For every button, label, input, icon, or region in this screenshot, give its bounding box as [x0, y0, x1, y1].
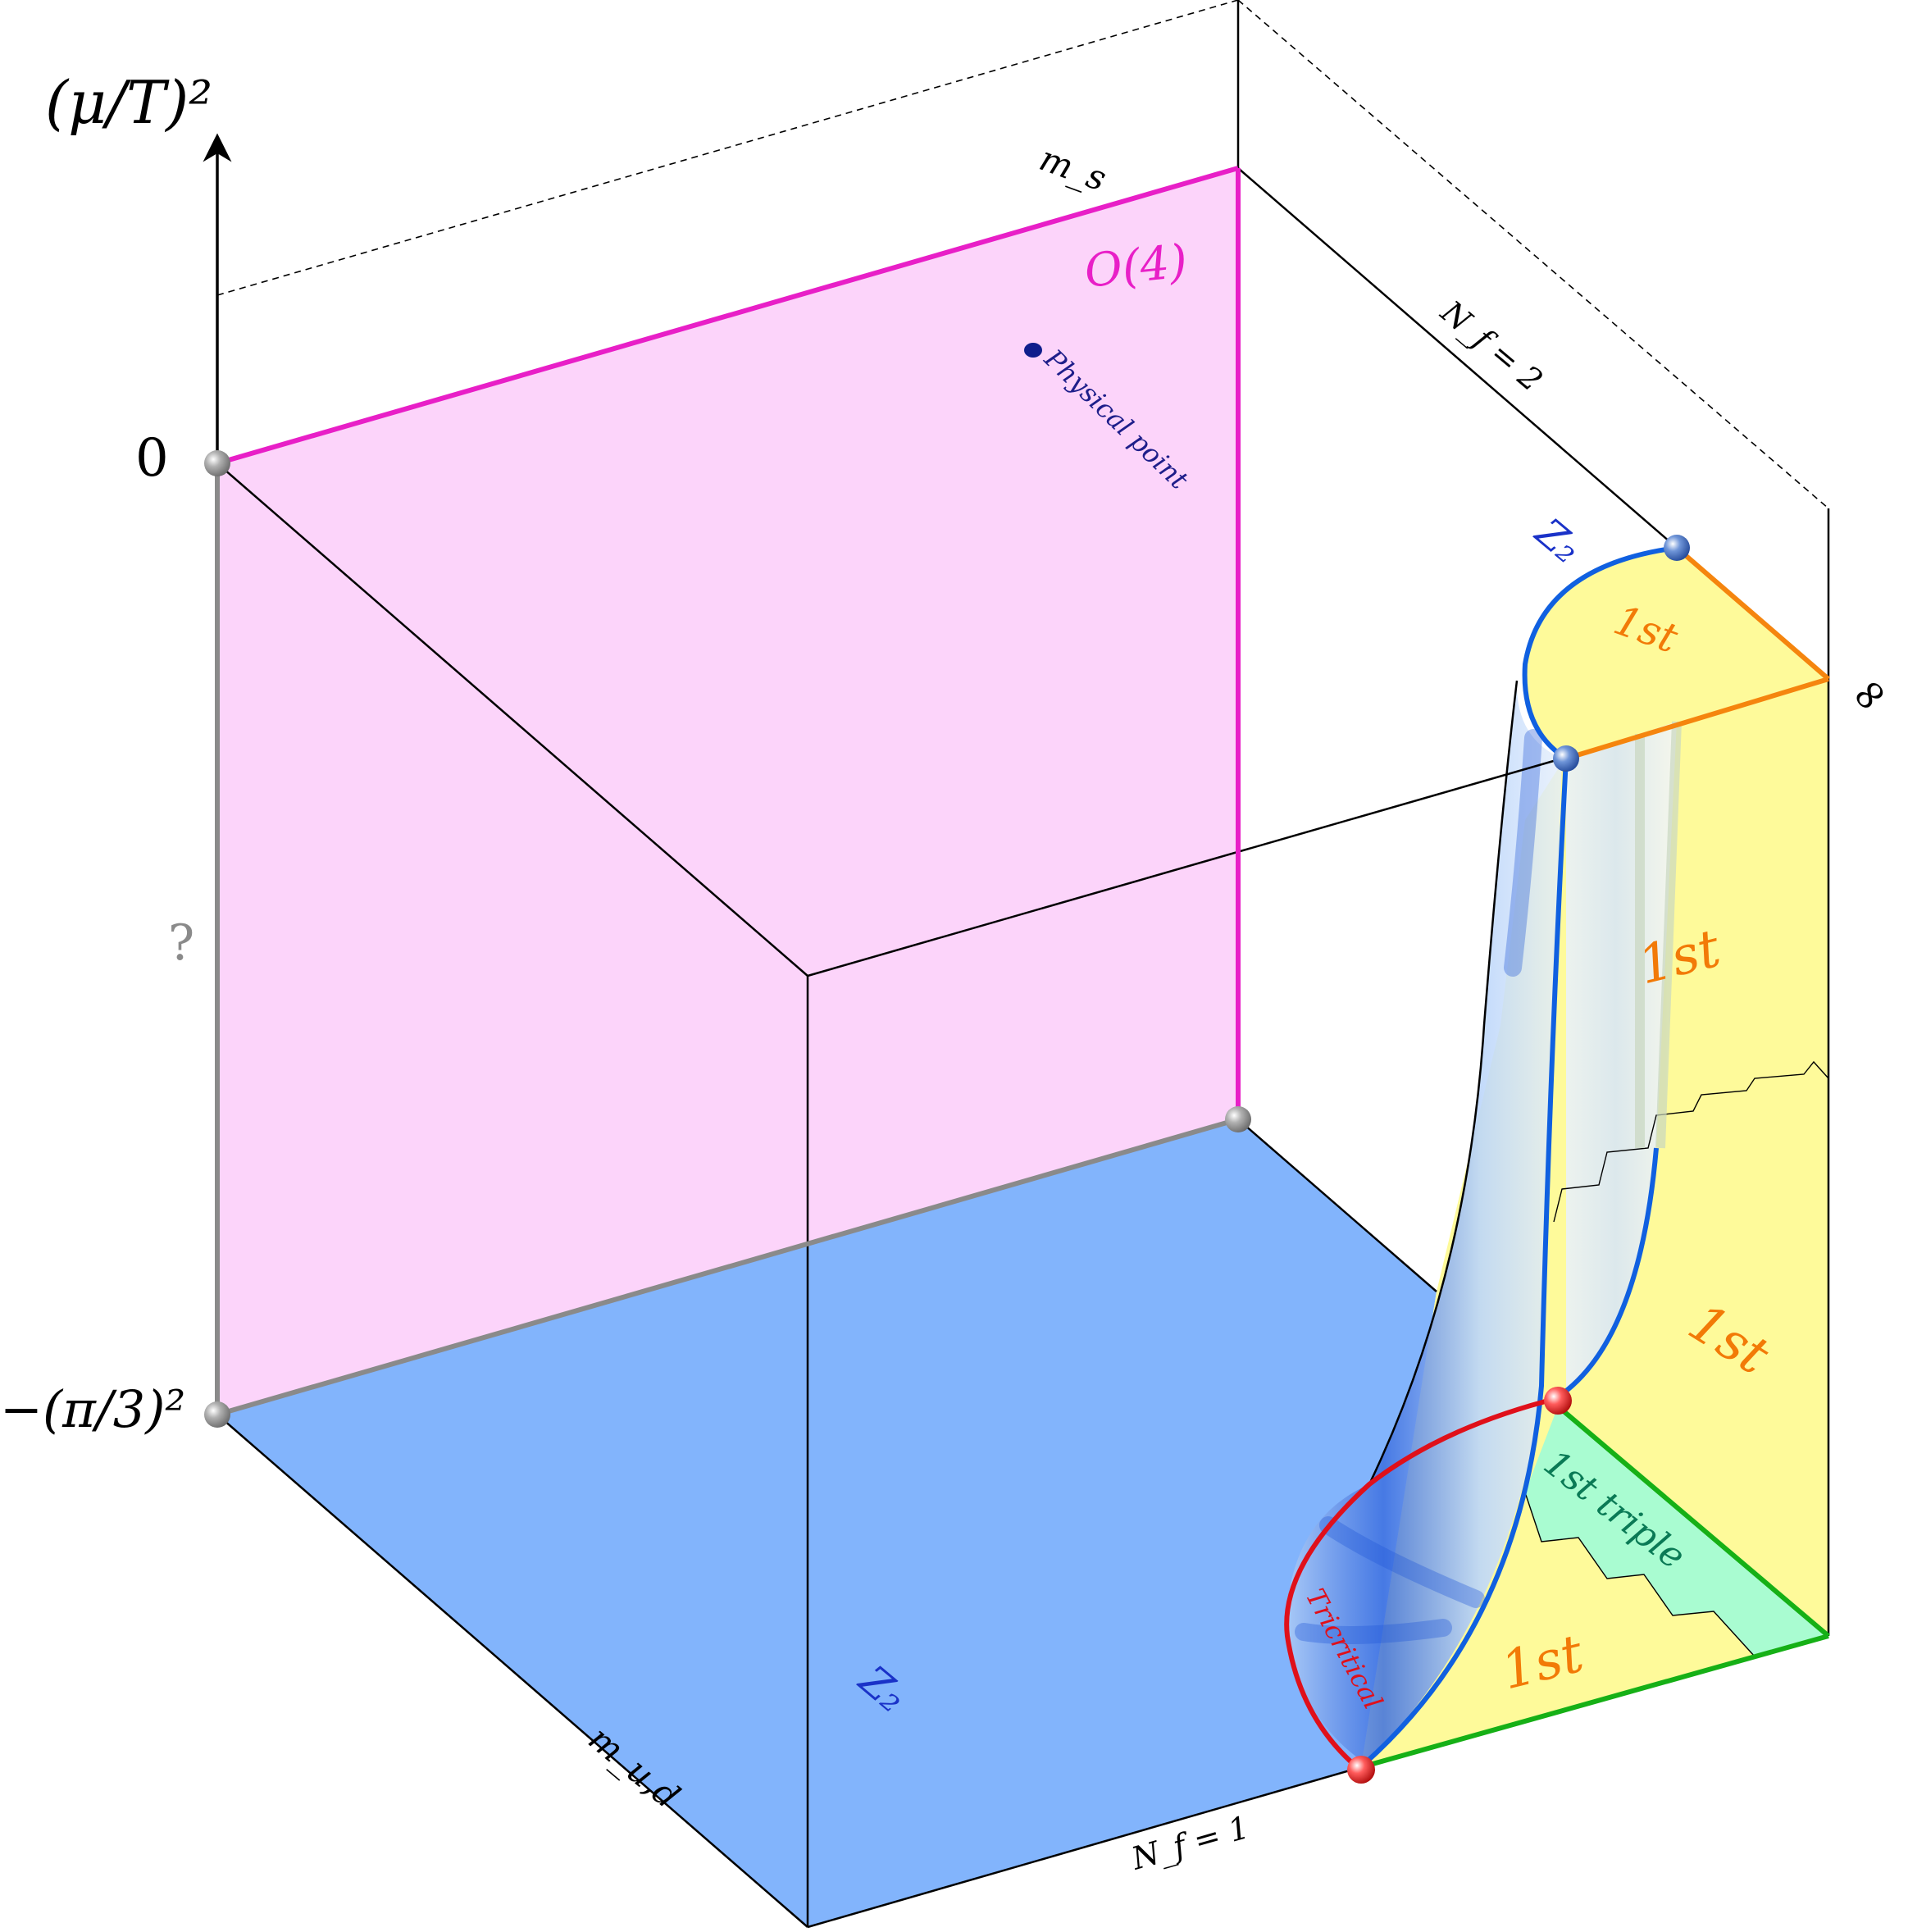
tricritical-point-upper: [1544, 1387, 1572, 1415]
z2-tube-interior: [1566, 722, 1677, 1394]
z2-top-label: Z₂: [1526, 508, 1590, 572]
tube-inner-edges: [1635, 721, 1682, 1149]
z2-critical-surface: [1287, 681, 1562, 1763]
o4-lines: [216, 166, 1241, 1119]
tick-zero: 0: [135, 428, 169, 489]
dashed-upper-box: [216, 0, 1829, 509]
mu-axis-label: (μ/T)²: [45, 68, 212, 137]
tricritical-line: [1284, 1396, 1559, 1770]
z2-point-mid: [1553, 745, 1579, 772]
nf2-label: N_f = 2: [1433, 294, 1550, 399]
z2-critical-line: [1363, 545, 1678, 1766]
cube-edges: [216, 0, 1830, 1929]
green-lines: [1360, 1404, 1830, 1770]
infinity-label: ∞: [1837, 662, 1899, 725]
o4-label: O(4): [1082, 235, 1190, 298]
question-mark: ?: [168, 914, 194, 972]
grey-point-bottom: [204, 1401, 230, 1428]
z2-sheet-shading: [1295, 729, 1542, 1644]
first-order-top-cap: [1524, 548, 1828, 759]
ms-label: m_s: [1035, 138, 1112, 198]
tricritical-point-lower: [1347, 1756, 1375, 1784]
z2-point-top: [1664, 535, 1690, 561]
z2-floor: [217, 1119, 1437, 1927]
grey-point-corner: [1225, 1106, 1251, 1132]
staircase-boundaries: [1524, 1060, 1829, 1657]
physical-point-marker: [1024, 343, 1042, 358]
o4-face: [217, 168, 1238, 1415]
first-triple-region: [1525, 1406, 1828, 1656]
grey-lines: [215, 463, 1239, 1417]
grey-point-top: [204, 450, 230, 476]
tick-bottom: −(π/3)²: [0, 1379, 185, 1439]
orange-lines: [1565, 545, 1830, 761]
